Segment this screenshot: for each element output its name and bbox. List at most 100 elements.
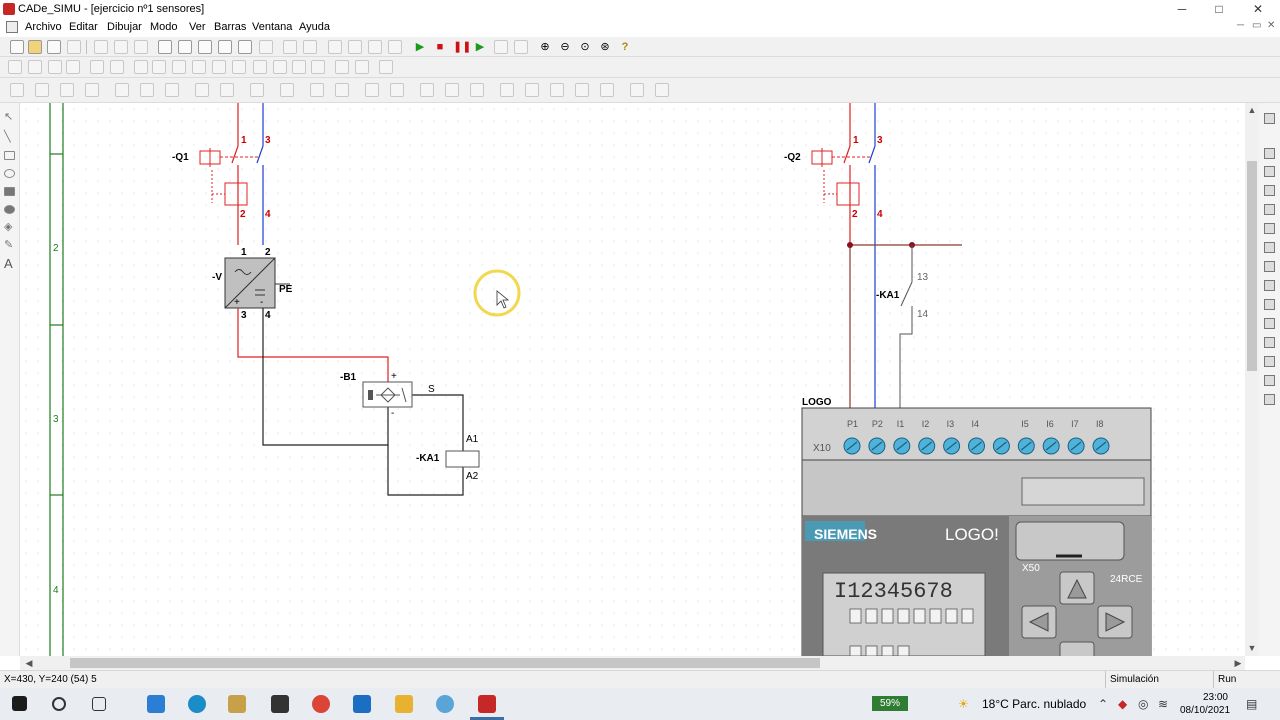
zoom-prev-icon[interactable]	[218, 40, 232, 54]
component-1-icon[interactable]	[8, 60, 22, 74]
component-5-icon[interactable]	[90, 60, 104, 74]
filled-rectangle-icon[interactable]	[4, 187, 15, 196]
file-explorer-icon[interactable]	[395, 695, 413, 713]
component-7-icon[interactable]	[134, 60, 148, 74]
wire-12-icon[interactable]	[310, 83, 324, 97]
zoom-all-icon[interactable]	[178, 40, 192, 54]
wire-8-icon[interactable]	[195, 83, 209, 97]
menu-ventana[interactable]: Ventana	[252, 21, 293, 33]
tray-app-icon[interactable]: ◆	[1118, 697, 1128, 711]
wire-25-icon[interactable]	[655, 83, 669, 97]
wire-21-icon[interactable]	[550, 83, 564, 97]
minimize-button[interactable]: ─	[1177, 2, 1187, 16]
print-icon[interactable]	[67, 40, 81, 54]
palette-13-icon[interactable]	[1264, 356, 1275, 367]
undo-icon[interactable]	[283, 40, 297, 54]
palette-12-icon[interactable]	[1264, 337, 1275, 348]
wire-7-icon[interactable]	[165, 83, 179, 97]
step-icon[interactable]: ▶	[475, 41, 485, 53]
palette-10-icon[interactable]	[1264, 299, 1275, 310]
mirror-v-icon[interactable]	[348, 40, 362, 54]
task-view-icon[interactable]	[92, 697, 106, 711]
wire-3-icon[interactable]	[60, 83, 74, 97]
save-icon[interactable]	[47, 40, 61, 54]
sensor-b1[interactable]	[362, 381, 413, 408]
vertical-scrollbar[interactable]: ▲ ▼	[1245, 103, 1259, 656]
breaker-q1[interactable]	[199, 103, 264, 245]
wire-2-icon[interactable]	[35, 83, 49, 97]
select-arrow-icon[interactable]: ↖	[4, 111, 14, 123]
scroll-down-icon[interactable]: ▼	[1247, 643, 1257, 653]
rectangle-icon[interactable]	[4, 151, 15, 160]
wire-23-icon[interactable]	[600, 83, 614, 97]
tool-b-icon[interactable]	[514, 40, 528, 54]
filled-ellipse-icon[interactable]	[4, 205, 15, 214]
component-18-icon[interactable]	[355, 60, 369, 74]
palette-4-icon[interactable]	[1264, 185, 1275, 196]
wire-22-icon[interactable]	[575, 83, 589, 97]
fill-icon[interactable]: ◈	[4, 221, 13, 233]
component-8-icon[interactable]	[152, 60, 166, 74]
maximize-button[interactable]: □	[1215, 2, 1223, 16]
menu-editar[interactable]: Editar	[69, 21, 98, 33]
component-9-icon[interactable]	[172, 60, 186, 74]
edge-icon[interactable]	[188, 695, 206, 713]
new-icon[interactable]	[10, 40, 24, 54]
zoom-in-area-icon[interactable]	[198, 40, 212, 54]
mirror-h-icon[interactable]	[328, 40, 342, 54]
app-icon[interactable]	[228, 695, 246, 713]
recorder-icon[interactable]	[436, 695, 454, 713]
breaker-q2[interactable]	[811, 103, 876, 408]
zoom-window-icon[interactable]	[158, 40, 172, 54]
menu-modo[interactable]: Modo	[150, 21, 178, 33]
wire-5-icon[interactable]	[115, 83, 129, 97]
zoom-out-icon[interactable]: ⊖	[560, 41, 570, 53]
ellipse-icon[interactable]	[4, 169, 15, 178]
cade-simu-taskbar-icon[interactable]	[478, 695, 496, 713]
component-19-icon[interactable]	[379, 60, 393, 74]
mdi-close-button[interactable]: ✕	[1267, 20, 1276, 31]
ie-icon[interactable]	[147, 695, 165, 713]
wire-24-icon[interactable]	[630, 83, 644, 97]
paste-icon[interactable]	[134, 40, 148, 54]
wire-6-icon[interactable]	[140, 83, 154, 97]
palette-7-icon[interactable]	[1264, 242, 1275, 253]
component-4-icon[interactable]	[66, 60, 80, 74]
component-6-icon[interactable]	[110, 60, 124, 74]
palette-8-icon[interactable]	[1264, 261, 1275, 272]
pause-icon[interactable]: ❚❚	[453, 41, 472, 53]
wire-19-icon[interactable]	[500, 83, 514, 97]
menu-ver[interactable]: Ver	[189, 21, 206, 33]
zoom-in-icon[interactable]: ⊕	[540, 41, 550, 53]
zoom-select-icon[interactable]	[238, 40, 252, 54]
wire-1-icon[interactable]	[10, 83, 24, 97]
horizontal-scrollbar[interactable]: ◀ ▶	[20, 656, 1245, 670]
help-icon[interactable]: ?	[621, 41, 629, 53]
component-10-icon[interactable]	[192, 60, 206, 74]
power-supply-v[interactable]	[224, 257, 290, 309]
horizontal-scroll-thumb[interactable]	[70, 658, 820, 668]
tool-a-icon[interactable]	[494, 40, 508, 54]
component-2-icon[interactable]	[28, 60, 42, 74]
wire-20-icon[interactable]	[525, 83, 539, 97]
line-icon[interactable]: ╲	[4, 131, 11, 143]
tray-network-icon[interactable]: ◎	[1138, 697, 1149, 711]
redo-icon[interactable]	[303, 40, 317, 54]
stop-icon[interactable]: ■	[436, 41, 444, 53]
mdi-minimize-button[interactable]: ─	[1237, 20, 1245, 31]
wire-13-icon[interactable]	[335, 83, 349, 97]
menu-ayuda[interactable]: Ayuda	[299, 21, 330, 33]
schematic-canvas[interactable]: 2 3 4 -Q1 1 3 2 4 -V 1 2 3 4 PE + -	[20, 103, 1245, 656]
component-15-icon[interactable]	[292, 60, 306, 74]
wire-17-icon[interactable]	[445, 83, 459, 97]
menu-barras[interactable]: Barras	[214, 21, 247, 33]
wire-4-icon[interactable]	[85, 83, 99, 97]
open-icon[interactable]	[28, 40, 42, 54]
component-16-icon[interactable]	[311, 60, 325, 74]
windows-start-icon[interactable]	[12, 696, 27, 711]
zoom-fit-icon[interactable]: ⊙	[580, 41, 590, 53]
weather-text[interactable]: 18°C Parc. nublado	[982, 697, 1087, 711]
battery-indicator[interactable]: 59%	[872, 696, 908, 711]
scroll-left-icon[interactable]: ◀	[25, 658, 33, 668]
wire-9-icon[interactable]	[220, 83, 234, 97]
